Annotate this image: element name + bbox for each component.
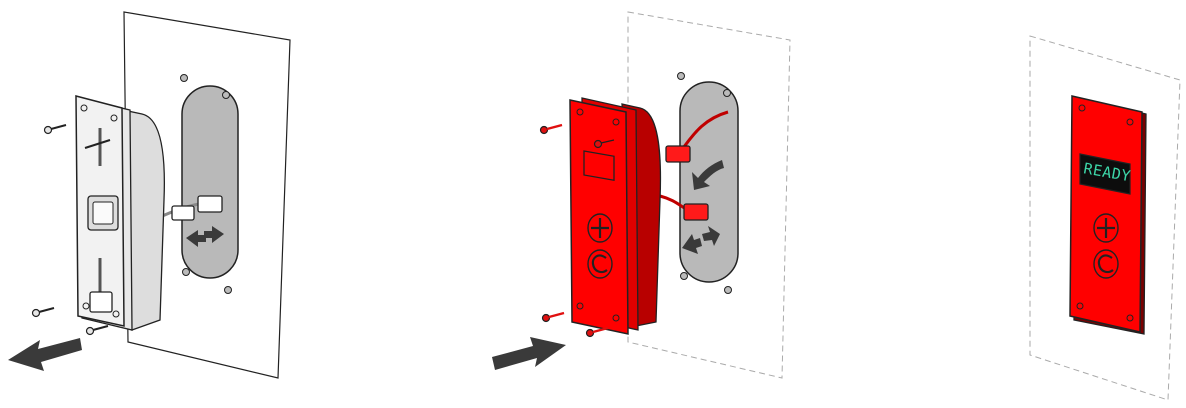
- old-panel: [76, 96, 164, 330]
- install-arrow-icon: [492, 337, 566, 370]
- wall-cutout: [181, 75, 239, 294]
- new-panel: [570, 98, 660, 334]
- step-2-install-new-panel: [492, 12, 790, 378]
- plus-symbol-icon: [588, 214, 612, 242]
- installed-panel: READY: [1070, 96, 1146, 334]
- plus-symbol-icon: [1094, 214, 1118, 242]
- step-1-remove-old-panel: [8, 12, 290, 378]
- step-3-panel-installed: READY: [1030, 36, 1180, 400]
- wall-cutout: [678, 73, 739, 294]
- remove-arrow-icon: [8, 338, 82, 371]
